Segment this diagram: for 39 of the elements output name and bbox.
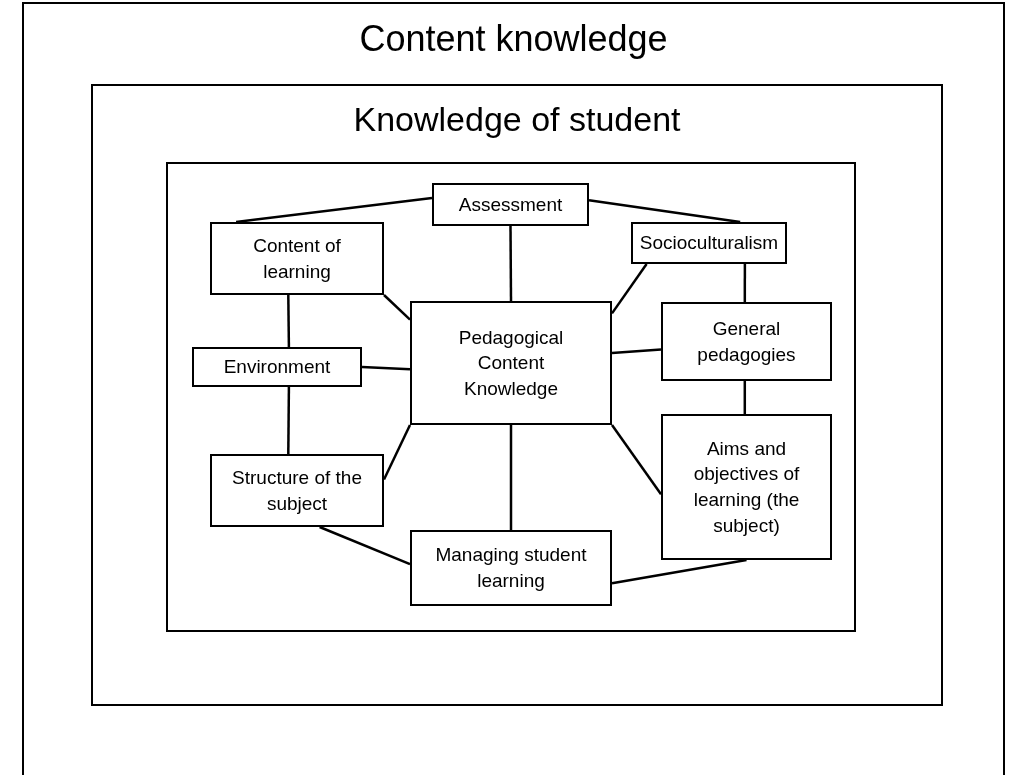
node-label: General pedagogies xyxy=(696,316,797,367)
concept-box xyxy=(210,222,384,295)
connector-line xyxy=(509,226,513,301)
concept-box xyxy=(192,347,362,387)
node-label: Structure of the subject xyxy=(231,465,363,516)
concept-box xyxy=(410,301,612,425)
connector-line xyxy=(319,525,411,566)
connector-line xyxy=(235,196,433,224)
inner-frame xyxy=(166,162,856,632)
concept-box xyxy=(631,222,787,264)
node-label: Aims and objectives of learning (the subject) xyxy=(692,436,801,538)
frame-title: Knowledge of student xyxy=(353,100,681,139)
concept-box xyxy=(661,414,832,560)
node-label: Assessment xyxy=(458,192,563,217)
connector-line xyxy=(287,387,291,454)
node-label: Pedagogical Content Knowledge xyxy=(457,325,565,401)
connector-line xyxy=(743,264,747,302)
connector-line xyxy=(610,263,648,315)
frame-title: Content knowledge xyxy=(359,18,668,60)
connector-line xyxy=(611,348,662,355)
node-label: Managing student learning xyxy=(434,543,588,593)
connector-line xyxy=(287,295,291,347)
middle-frame xyxy=(91,84,943,706)
connector-line xyxy=(588,198,741,224)
node-label: Content of learning xyxy=(252,233,342,284)
connector-line xyxy=(383,294,411,321)
outer-frame xyxy=(22,2,1005,775)
connector-line xyxy=(361,365,411,371)
connector-line xyxy=(611,558,747,585)
node-label: Environment xyxy=(223,355,331,380)
node-label: Socioculturalism xyxy=(639,231,779,256)
connector-line xyxy=(610,424,663,496)
connector-line xyxy=(743,381,747,414)
concept-box xyxy=(432,183,589,226)
concept-box xyxy=(210,454,384,527)
connector-line xyxy=(382,424,412,481)
concept-box xyxy=(410,530,612,606)
concept-box xyxy=(661,302,832,381)
connector-line xyxy=(509,425,513,530)
